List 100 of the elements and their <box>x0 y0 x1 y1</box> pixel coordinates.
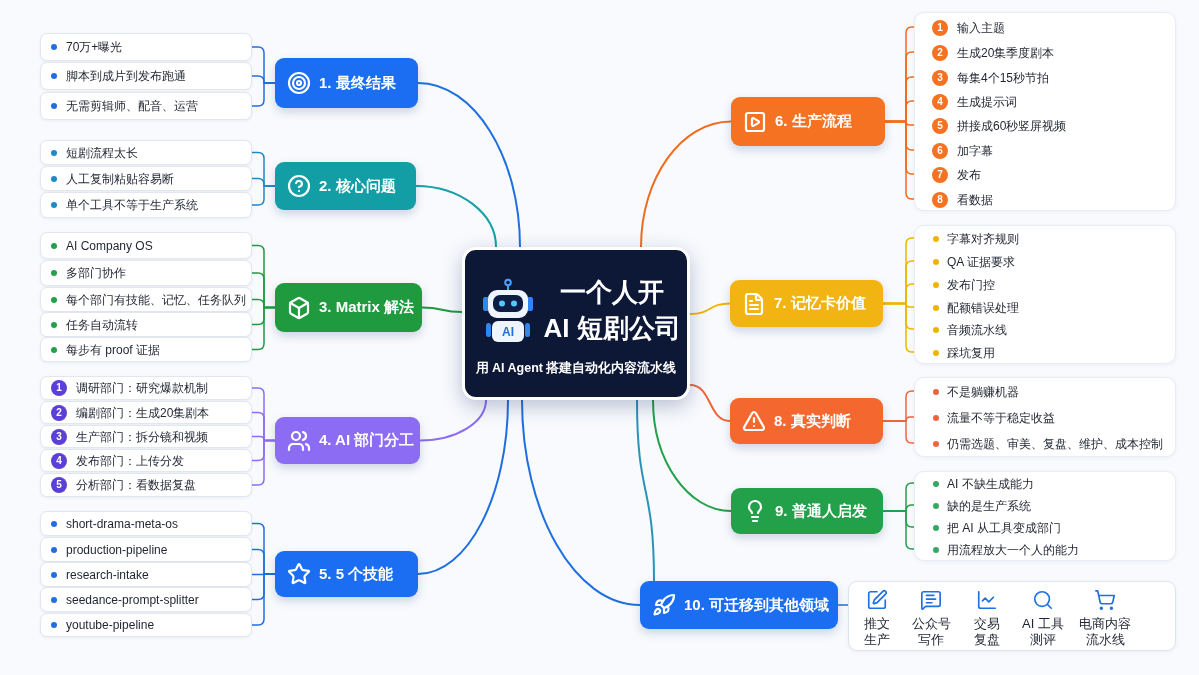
item-card <box>40 92 252 120</box>
branch-connector <box>417 399 509 575</box>
list-item-text: AI 不缺生成能力 <box>947 478 1034 490</box>
bracket-line <box>251 439 276 486</box>
branch-box <box>275 162 416 210</box>
item-card <box>40 260 252 286</box>
item-card <box>40 166 252 191</box>
list-item-text: 仍需选题、审美、复盘、维护、成本控制 <box>947 438 1163 450</box>
item-card <box>40 232 252 259</box>
domain-card <box>848 581 1176 651</box>
domain-label: 电商内容流水线 <box>1078 616 1132 648</box>
list-item-text: 字幕对齐规则 <box>947 233 1019 245</box>
branch-box <box>731 97 885 146</box>
list-item-text: 看数据 <box>957 194 993 206</box>
item-card <box>40 587 252 612</box>
step-number: 5 <box>932 118 948 134</box>
bracket-line <box>882 302 915 353</box>
item-text: seedance-prompt-splitter <box>66 593 199 606</box>
item-text: 编剧部门：生成20集剧本 <box>76 406 210 419</box>
subtitle-text: 用 AI Agent 搭建自动化内容流水线 <box>474 360 678 376</box>
list-item-text: 发布门控 <box>947 279 995 291</box>
list-card <box>914 225 1176 364</box>
bracket-line <box>251 306 276 351</box>
step-number: 8 <box>932 192 948 208</box>
item-text: production-pipeline <box>66 543 168 556</box>
domain-label: 推文生产 <box>863 616 891 648</box>
item-text: 调研部门：研究爆款机制 <box>76 382 208 394</box>
title-text: 一个人开 <box>560 276 664 309</box>
item-text: 分析部门：看数据复盘 <box>76 479 196 491</box>
item-text: research-intake <box>66 568 149 581</box>
branch-box <box>730 398 883 444</box>
branch-label: 7. 记忆卡价值 <box>774 293 866 314</box>
list-item-text: 把 AI 从工具变成部门 <box>947 522 1061 534</box>
list-item-text: QA 证据要求 <box>947 256 1015 268</box>
branch-box <box>640 581 838 629</box>
list-item-text: 音频流水线 <box>947 324 1007 336</box>
item-text: 单个工具不等于生产系统 <box>66 199 198 211</box>
step-number: 4 <box>51 452 67 469</box>
branch-connector <box>421 306 463 313</box>
step-number: 3 <box>51 428 67 445</box>
branch-label: 2. 核心问题 <box>319 175 396 196</box>
item-card <box>40 287 252 312</box>
list-item-text: 流量不等于稳定收益 <box>947 412 1055 424</box>
item-card <box>40 62 252 90</box>
item-card <box>40 537 252 562</box>
item-card <box>40 376 252 400</box>
branch-connector <box>419 399 487 442</box>
list-item-text: 缺的是生产系统 <box>947 500 1031 512</box>
bracket-line <box>882 420 915 444</box>
list-card <box>914 471 1176 561</box>
step-number: 2 <box>932 45 948 61</box>
branch-box <box>730 280 883 327</box>
step-number: 6 <box>932 143 948 159</box>
list-item-text: 发布 <box>957 169 981 181</box>
list-item-text: 生成20集季度剧本 <box>957 47 1055 59</box>
item-text: AI Company OS <box>66 239 153 252</box>
list-item-text: 踩坑复用 <box>947 347 995 359</box>
list-card <box>914 12 1176 211</box>
branch-connector <box>636 399 655 582</box>
branch-box <box>731 488 883 534</box>
branch-connector <box>652 399 732 512</box>
step-number: 1 <box>932 20 948 36</box>
domain-label: AI 工具测评 <box>1021 616 1065 648</box>
item-card <box>40 140 252 165</box>
branch-box <box>275 58 418 108</box>
robot-chest-label: AI <box>501 324 515 340</box>
list-item-text: 每集4个15秒节拍 <box>957 72 1050 84</box>
bracket-line <box>882 510 915 550</box>
bracket-line <box>837 604 849 606</box>
item-card <box>40 192 252 218</box>
branch-connector <box>417 82 521 248</box>
step-number: 3 <box>932 70 948 86</box>
item-card <box>40 337 252 362</box>
item-text: 多部门协作 <box>66 267 126 279</box>
item-text: short-drama-meta-os <box>66 517 179 530</box>
branch-box <box>275 417 420 464</box>
item-text: 短剧流程太长 <box>66 146 138 159</box>
list-card <box>914 377 1176 457</box>
item-card <box>40 425 252 448</box>
item-text: 每步有 proof 证据 <box>66 343 161 356</box>
domain-label: 公众号写作 <box>910 616 952 648</box>
branch-label: 5. 5 个技能 <box>319 563 394 584</box>
item-text: 人工复制粘贴容易断 <box>66 172 174 185</box>
list-item-text: 生成提示词 <box>957 96 1017 108</box>
bracket-line <box>251 185 276 206</box>
item-card <box>40 449 252 472</box>
step-number: 5 <box>51 477 67 493</box>
list-item-text: 不是躺赚机器 <box>947 386 1019 398</box>
item-card <box>40 401 252 424</box>
branch-label: 8. 真实判断 <box>774 410 851 431</box>
branch-connector <box>415 185 497 248</box>
bracket-line <box>251 82 276 107</box>
item-card <box>40 613 252 637</box>
bracket-line <box>884 120 915 200</box>
list-item-text: 拼接成60秒竖屏视频 <box>957 120 1067 132</box>
branch-box <box>275 283 422 332</box>
item-card <box>40 33 252 61</box>
item-card <box>40 562 252 587</box>
branch-connector <box>521 399 641 606</box>
item-text: 任务自动流转 <box>66 318 138 331</box>
